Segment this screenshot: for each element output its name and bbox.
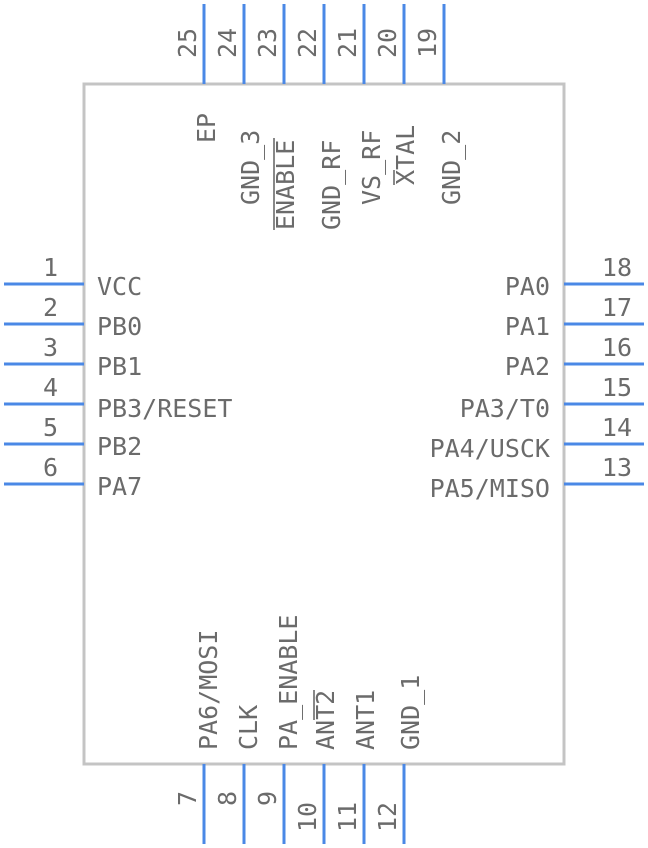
pin-13: 13 PA5/MISO [430,453,644,503]
pin-10: 10 ANT2 [293,690,340,844]
pin-15-number: 15 [602,373,632,402]
pin-8-number: 8 [213,791,242,806]
pin-6: 6 PA7 [4,453,142,501]
pin-24: 24 GND_3 [213,4,265,205]
top-pins: 25 EP 24 GND_3 23 ENABLE 22 GND_RF 21 VS… [173,4,466,230]
pin-19: 19 GND_2 [413,4,466,205]
pin-9-number: 9 [253,791,282,806]
pin-12: 12 GND_1 [373,675,425,844]
pin-3: 3 PB1 [4,333,142,381]
pin-3-label: PB1 [97,352,142,381]
pin-17: 17 PA1 [505,293,644,341]
pin-10-number: 10 [293,802,322,832]
pin-15: 15 PA3/T0 [460,373,644,423]
pin-4-number: 4 [43,373,58,402]
pin-25-number: 25 [173,28,202,58]
pin-4: 4 PB3/RESET [4,373,232,423]
pin-6-number: 6 [43,453,58,482]
pin-13-number: 13 [602,453,632,482]
pin-1-number: 1 [43,253,58,282]
bottom-pins: 7 PA6/MOSI 8 CLK 9 PA_ENABLE 10 ANT2 11 … [173,615,425,844]
pin-22-number: 22 [293,28,322,58]
pin-7: 7 PA6/MOSI [173,630,223,844]
pin-18-number: 18 [602,253,632,282]
pin-20-label: XTAL [391,125,420,185]
pin-25-label: EP [192,113,221,143]
pin-16-label: PA2 [505,352,550,381]
pin-14-label: PA4/USCK [430,434,550,463]
pin-15-label: PA3/T0 [460,394,550,423]
pin-18-label: PA0 [505,272,550,301]
pin-21-number: 21 [333,28,362,58]
pin-24-label: GND_3 [236,130,265,205]
pin-16-number: 16 [602,333,632,362]
pin-22-label: GND_RF [317,140,346,230]
pin-14-number: 14 [602,413,632,442]
left-pins: 1 VCC 2 PB0 3 PB1 4 PB3/RESET 5 PB2 6 PA… [4,253,232,501]
pin-16: 16 PA2 [505,333,644,381]
pin-5-label: PB2 [97,432,142,461]
pin-20: 20 XTAL [373,4,420,185]
pin-5-number: 5 [43,413,58,442]
pin-1: 1 VCC [4,253,142,301]
pin-11-label: ANT1 [351,690,380,750]
pin-10-label: ANT2 [311,690,340,750]
pin-18: 18 PA0 [505,253,644,301]
pin-5: 5 PB2 [4,413,142,461]
pin-21: 21 VS_RF [333,4,386,205]
pin-12-number: 12 [373,802,402,832]
pin-23-number: 23 [253,28,282,58]
pin-19-number: 19 [413,28,442,58]
pin-2: 2 PB0 [4,293,142,341]
pin-9: 9 PA_ENABLE [253,615,303,844]
pin-7-label: PA6/MOSI [194,630,223,750]
pin-1-label: VCC [97,272,142,301]
pin-11: 11 ANT1 [333,690,380,844]
pin-12-label: GND_1 [396,675,425,750]
pin-19-label: GND_2 [437,130,466,205]
pin-17-number: 17 [602,293,632,322]
pin-21-label: VS_RF [357,130,386,205]
component-body [82,82,566,766]
pin-25: 25 EP [173,4,221,143]
pin-17-label: PA1 [505,312,550,341]
pin-20-number: 20 [373,28,402,58]
pin-23: 23 ENABLE [253,4,300,230]
pin-2-number: 2 [43,293,58,322]
pin-14: 14 PA4/USCK [430,413,644,463]
pin-24-number: 24 [213,28,242,58]
pin-4-label: PB3/RESET [97,394,232,423]
pin-6-label: PA7 [97,472,142,501]
pin-23-label: ENABLE [271,140,300,230]
pin-7-number: 7 [173,791,202,806]
right-pins: 18 PA0 17 PA1 16 PA2 15 PA3/T0 14 PA4/US… [430,253,644,503]
pin-22: 22 GND_RF [293,4,346,230]
pin-8-label: CLK [234,705,263,750]
pin-13-label: PA5/MISO [430,474,550,503]
pin-2-label: PB0 [97,312,142,341]
pin-3-number: 3 [43,333,58,362]
pin-9-label: PA_ENABLE [274,615,303,750]
pin-11-number: 11 [333,802,362,832]
pin-8: 8 CLK [213,705,263,844]
